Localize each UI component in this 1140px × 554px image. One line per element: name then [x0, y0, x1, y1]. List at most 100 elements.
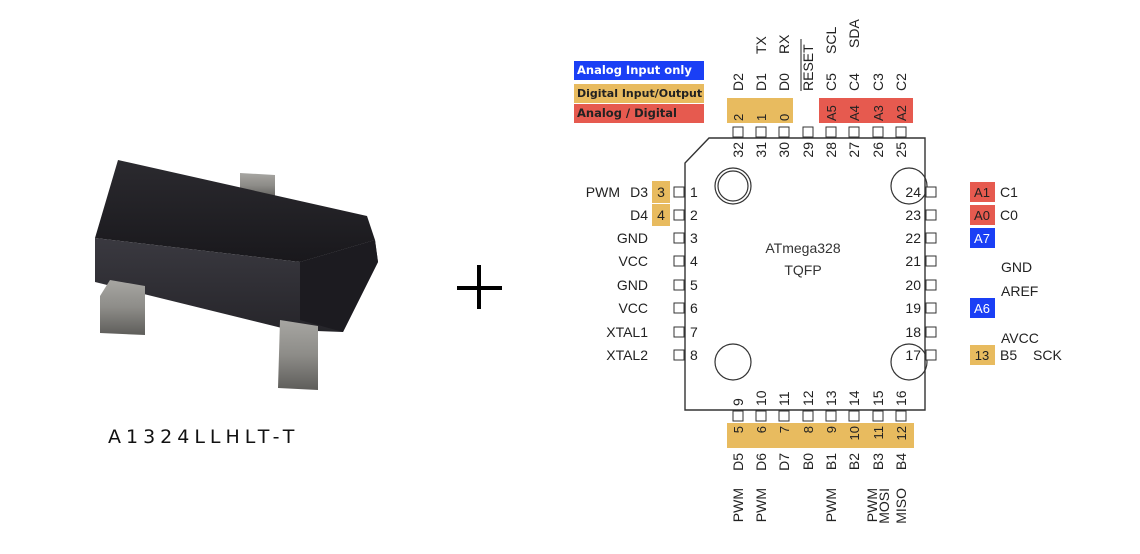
component-photo: [95, 160, 378, 390]
pin-number: 31: [753, 142, 769, 158]
function-label: SCL: [823, 27, 839, 54]
pin-number: 20: [905, 277, 921, 293]
arduino-pin-label: 1: [754, 114, 769, 121]
pin-number: 8: [690, 347, 698, 363]
pin-number: 23: [905, 207, 921, 223]
pin-pad: [673, 279, 685, 291]
pin-pad: [778, 126, 790, 138]
port-label: D5: [730, 453, 746, 471]
arduino-pin-label: 2: [731, 114, 746, 121]
pin-pad: [895, 126, 907, 138]
function-label: PWM: [823, 488, 839, 522]
arduino-pin-label: A5: [824, 105, 839, 121]
pin-highlight: [970, 345, 995, 365]
function-label: PWM: [753, 488, 769, 522]
package-top: [95, 160, 375, 262]
pin-pad: [673, 232, 685, 244]
lead-left: [100, 280, 145, 335]
arduino-pin-label: A3: [871, 105, 886, 121]
pin-pad: [925, 349, 937, 361]
arduino-pin-label: 0: [777, 114, 792, 121]
pin-group-highlight: [727, 98, 793, 123]
pin-pad: [925, 186, 937, 198]
pin-highlight: [652, 181, 670, 203]
arduino-pin-label: 3: [657, 184, 665, 200]
pin-pad: [673, 255, 685, 267]
pin-pad: [755, 126, 767, 138]
pin1-marker-outer: [714, 167, 752, 205]
pin-number: 9: [730, 398, 746, 406]
arduino-pin-label: 9: [824, 426, 839, 433]
arduino-pin-label: A0: [974, 208, 990, 223]
arduino-pin-label: 11: [871, 426, 886, 440]
lead-right: [278, 320, 318, 390]
pin1-marker-inner: [717, 170, 749, 202]
port-label: AREF: [1001, 283, 1038, 299]
pin-number: 10: [753, 390, 769, 406]
pin-pad: [925, 209, 937, 221]
port-label: C1: [1000, 184, 1018, 200]
arduino-pin-label: 12: [894, 426, 909, 440]
pin-number: 12: [800, 390, 816, 406]
port-label: VCC: [618, 300, 648, 316]
port-label: D6: [753, 453, 769, 471]
arduino-pin-label: 8: [801, 426, 816, 433]
pin-highlight: [970, 228, 995, 248]
pin-number: 5: [690, 277, 698, 293]
pin-number: 2: [690, 207, 698, 223]
pin-pad: [925, 326, 937, 338]
legend-analog-only: Analog Input only: [574, 61, 704, 80]
pin-pad: [732, 410, 744, 422]
chip-package: TQFP: [784, 262, 821, 278]
port-label: D7: [776, 453, 792, 471]
pin-pad: [872, 126, 884, 138]
port-label: RESET: [800, 44, 816, 91]
pin-number: 19: [905, 300, 921, 316]
pin-pad: [673, 186, 685, 198]
function-label: MISO: [893, 488, 909, 524]
arduino-pin-label: 4: [657, 207, 665, 223]
pin-pad: [925, 255, 937, 267]
port-label: B0: [800, 453, 816, 470]
port-label: C4: [846, 73, 862, 91]
pin-pad: [673, 302, 685, 314]
pin-pad: [825, 126, 837, 138]
pin-number: 11: [776, 391, 792, 406]
pin-pad: [778, 410, 790, 422]
pin-pad: [925, 302, 937, 314]
pin-pad: [673, 209, 685, 221]
pin-group-highlight: [819, 98, 913, 123]
pin-group-highlight: [727, 423, 914, 448]
pin-number: 7: [690, 324, 698, 340]
port-label: D2: [730, 73, 746, 91]
pin-highlight: [970, 182, 995, 202]
port-label: D3: [630, 184, 648, 200]
legend-digital-io: Digital Input/Output: [574, 84, 704, 103]
pin-number: 13: [823, 390, 839, 406]
arduino-pin-label: 5: [731, 426, 746, 433]
function-label: SCK: [1033, 347, 1062, 363]
pin-number: 32: [730, 142, 746, 158]
function-label: RX: [776, 34, 792, 54]
pin-pad: [848, 410, 860, 422]
pin-pad: [802, 126, 814, 138]
pin-pad: [802, 410, 814, 422]
port-label: D0: [776, 73, 792, 91]
pin-number: 14: [846, 390, 862, 406]
port-label: C3: [870, 73, 886, 91]
port-label: GND: [617, 277, 648, 293]
function-label: SDA: [846, 19, 862, 48]
pin-number: 15: [870, 390, 886, 406]
port-label: XTAL2: [606, 347, 648, 363]
pin-pad: [755, 410, 767, 422]
pin-number: 24: [905, 184, 921, 200]
arduino-pin-label: 10: [847, 426, 862, 440]
port-label: AVCC: [1001, 330, 1039, 346]
corner-circle: [890, 167, 928, 205]
port-label: D4: [630, 207, 648, 223]
pin-number: 1: [690, 184, 698, 200]
pin-number: 29: [800, 142, 816, 158]
legend-analog-digital: Analog / Digital: [574, 104, 704, 123]
pin-number: 18: [905, 324, 921, 340]
arduino-pin-label: 13: [975, 348, 989, 363]
